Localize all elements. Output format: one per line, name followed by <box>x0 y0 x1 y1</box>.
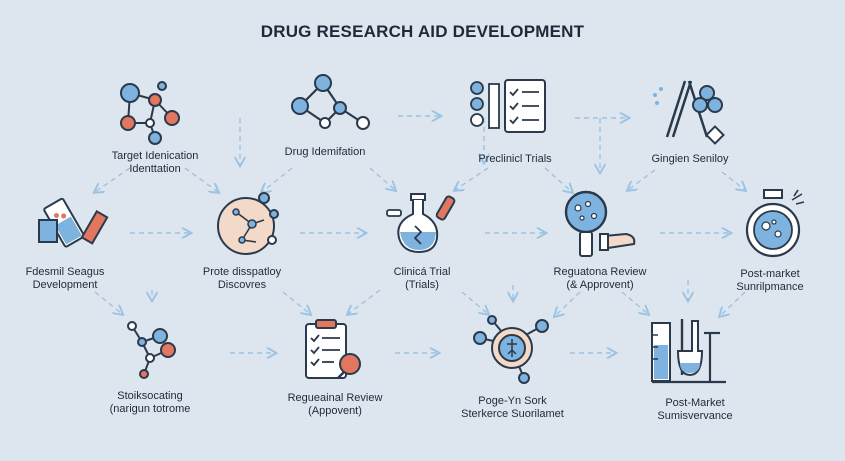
label-protein-discovery: Prote disspatloy Discovres <box>172 266 312 292</box>
label-post-market: Post-market Sunrilpmance <box>710 268 830 294</box>
label-line: (narigun totrome <box>109 403 191 415</box>
label-line: Target Idenication <box>111 150 199 162</box>
arrow-clinical-right-down <box>461 291 488 314</box>
arrow-clinical-left-down <box>348 289 381 314</box>
label-gingien-seniloy: Gingien Seniloy <box>620 153 760 166</box>
diagram-title: DRUG RESEARCH AID DEVELOPMENT <box>260 22 585 41</box>
label-line: Reguatona Review <box>553 266 647 278</box>
test-tubes-icon <box>653 80 725 145</box>
protein-cell-icon <box>217 192 279 255</box>
arrow-postmarket-down-left <box>720 291 746 316</box>
lab-vials-icon <box>38 197 109 248</box>
label-target-identification: Target Idenication Identtation <box>85 150 225 176</box>
label-drug-identification: Drug Idemifation <box>255 146 395 159</box>
label-line: Sumisvervance <box>657 410 733 422</box>
label-line: (Appovent) <box>308 405 362 417</box>
flask-icon <box>386 193 456 254</box>
arrow-target-to-fdesmil <box>95 167 131 192</box>
arrow-target-to-protein <box>184 167 218 192</box>
label-line: Fdesmil Seagus <box>25 266 105 278</box>
network-target-icon <box>473 315 549 384</box>
clipboard-review-icon <box>305 319 361 379</box>
label-line: Poge-Yn Sork <box>478 395 547 407</box>
arrow-protein-right-down <box>282 291 310 314</box>
arrow-drugid-right <box>369 167 395 190</box>
arrow-gingien-right <box>721 171 745 190</box>
label-poge-yn-sork: Poge-Yn Sork Sterkerce Suorilamet <box>440 395 585 421</box>
label-line: Regueainal Review <box>287 392 383 404</box>
label-line: Identtation <box>129 163 181 175</box>
magnifier-hand-icon <box>564 190 636 257</box>
label-preclinical-trials: Preclinicl Trials <box>445 153 585 166</box>
arrow-gingien-left <box>628 169 656 190</box>
arrow-regulatory-down-left <box>555 291 581 316</box>
label-line: Drug Idemifation <box>284 146 366 158</box>
label-line: Post-market <box>740 268 800 280</box>
label-fdesmil-seagus: Fdesmil Seagus Development <box>5 266 125 292</box>
lab-glassware-icon <box>651 319 726 384</box>
arrow-fdesmil-down <box>94 291 122 314</box>
label-line: Stoiksocating <box>117 390 183 402</box>
round-flask-icon <box>745 189 805 258</box>
label-line: Discovres <box>217 279 267 291</box>
label-line: Gingien Seniloy <box>651 153 729 165</box>
label-stoiksocating: Stoiksocating (narigun totrome <box>85 390 215 416</box>
label-clinical-trial: Clinicá Trial (Trials) <box>352 266 492 292</box>
label-line: Sterkerce Suorilamet <box>461 408 564 420</box>
arrow-preclinical-left <box>455 167 489 190</box>
label-post-market-surveillance: Post-Market Sumisvervance <box>630 397 760 423</box>
checklist-clipboard-icon <box>470 79 546 133</box>
label-line: Post-Market <box>665 397 725 409</box>
molecule-chain-icon <box>291 74 370 130</box>
arrow-drugid-left <box>262 167 293 192</box>
molecule-branch-icon <box>127 321 176 379</box>
label-line: Sunrilpmance <box>736 281 804 293</box>
label-regulatory-review: Reguatona Review (& Approvent) <box>530 266 670 292</box>
label-line: Prote disspatloy <box>202 266 282 278</box>
label-line: (Trials) <box>405 279 439 291</box>
label-line: Preclinicl Trials <box>478 153 552 165</box>
label-line: Clinicá Trial <box>393 266 451 278</box>
label-line: Development <box>32 279 98 291</box>
label-line: (& Approvent) <box>566 279 634 291</box>
molecule-network-icon <box>120 81 180 145</box>
arrow-regulatory-right-down <box>621 291 648 314</box>
arrow-preclinical-right <box>544 167 572 192</box>
label-regulatory-review-approval: Regueainal Review (Appovent) <box>265 392 405 418</box>
